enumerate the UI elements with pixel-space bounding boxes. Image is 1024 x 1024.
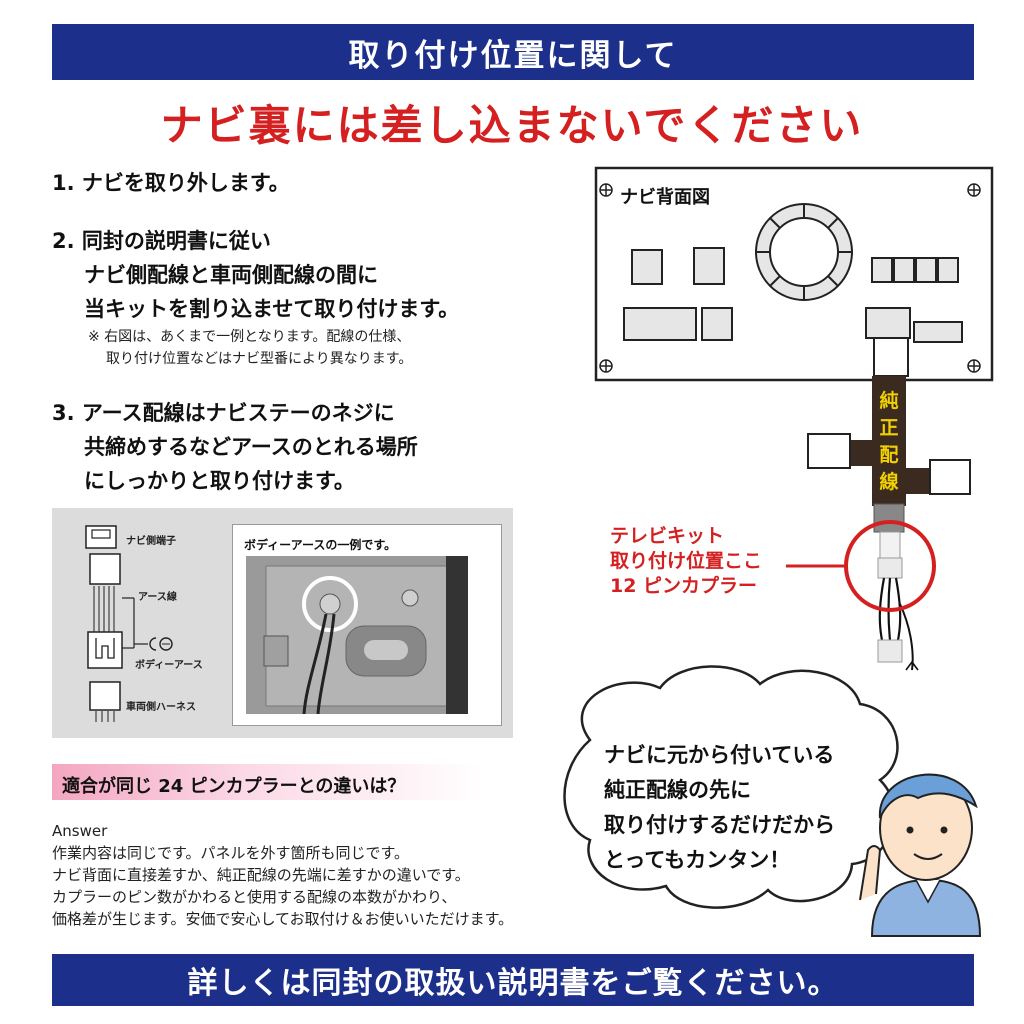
harness-label: 純正配線 [879, 390, 899, 493]
step-2: 2. 同封の説明書に従い ナビ側配線と車両側配線の間に 当キットを割り込ませて取… [52, 224, 459, 326]
answer-line-3: カプラーのピン数がかわると使用する配線の本数がかわり、 [52, 888, 457, 906]
note-line-1: ※ 右図は、あくまで一例となります。配線の仕様、 [88, 329, 411, 345]
top-banner: 取り付け位置に関して [52, 24, 974, 80]
body-earth-label: ボディーアース [135, 660, 203, 671]
header-title: 取り付け位置に関して [348, 37, 678, 74]
note-line-2: 取り付け位置などはナビ型番により異なります。 [106, 351, 413, 367]
earth-wire-label: アース線 [138, 592, 177, 603]
navi-diagram-title: ナビ背面図 [620, 187, 710, 208]
step-1-line-1: 1. ナビを取り外します。 [52, 171, 290, 195]
faq-answer: Answer 作業内容は同じです。パネルを外す箇所も同じです。 ナビ背面に直接差… [52, 820, 612, 930]
bottom-banner: 詳しくは同封の取扱い説明書をご覧ください。 [52, 954, 974, 1006]
vehicle-harness-label: 車両側ハーネス [126, 702, 196, 713]
footer-text: 詳しくは同封の取扱い説明書をご覧ください。 [187, 966, 839, 1001]
faq-strip [52, 764, 482, 800]
answer-label: Answer [52, 822, 108, 840]
bubble-line-1: ナビに元から付いている [604, 743, 835, 767]
bubble-line-2: 純正配線の先に [604, 778, 751, 802]
answer-line-1: 作業内容は同じです。パネルを外す箇所も同じです。 [52, 844, 410, 862]
step-3-line-3: にしっかりと取り付けます。 [84, 469, 355, 493]
photo-caption: ボディーアースの一例です。 [244, 538, 397, 552]
step-2-line-1: 2. 同封の説明書に従い [52, 229, 271, 253]
step-2-line-2: ナビ側配線と車両側配線の間に [84, 263, 378, 287]
step-1: 1. ナビを取り外します。 [52, 166, 290, 200]
step-2-note: ※ 右図は、あくまで一例となります。配線の仕様、 取り付け位置などはナビ型番によ… [88, 326, 412, 370]
answer-line-2: ナビ背面に直接差すか、純正配線の先端に差すかの違いです。 [52, 866, 470, 884]
body-earth-photo [246, 556, 468, 714]
step-3: 3. アース配線はナビステーのネジに 共締めするなどアースのとれる場所 にしっか… [52, 396, 418, 498]
tv-kit-line-3: 12 ピンカプラー [610, 575, 758, 597]
bubble-line-3: 取り付けするだけだから [604, 813, 835, 837]
navi-terminal-label: ナビ側端子 [126, 536, 176, 547]
answer-line-4: 価格差が生じます。安価で安心してお取付け＆お使いいただけます。 [52, 910, 514, 928]
step-3-line-1: 3. アース配線はナビステーのネジに [52, 401, 395, 425]
tv-kit-label: テレビキット 取り付け位置ここ 12 ピンカプラー [610, 524, 762, 599]
speech-bubble-text: ナビに元から付いている 純正配線の先に 取り付けするだけだから とってもカンタン… [604, 738, 835, 878]
step-2-line-3: 当キットを割り込ませて取り付けます。 [84, 297, 460, 321]
step-3-line-2: 共締めするなどアースのとれる場所 [84, 435, 418, 459]
tv-kit-line-1: テレビキット [610, 525, 725, 547]
tv-kit-line-2: 取り付け位置ここ [610, 550, 763, 572]
bubble-line-4: とってもカンタン！ [604, 848, 791, 872]
warning-text: ナビ裏には差し込まないでください [160, 101, 864, 150]
faq-question: 適合が同じ 24 ピンカプラーとの違いは？ [62, 776, 406, 797]
wiring-illustration [85, 525, 173, 722]
